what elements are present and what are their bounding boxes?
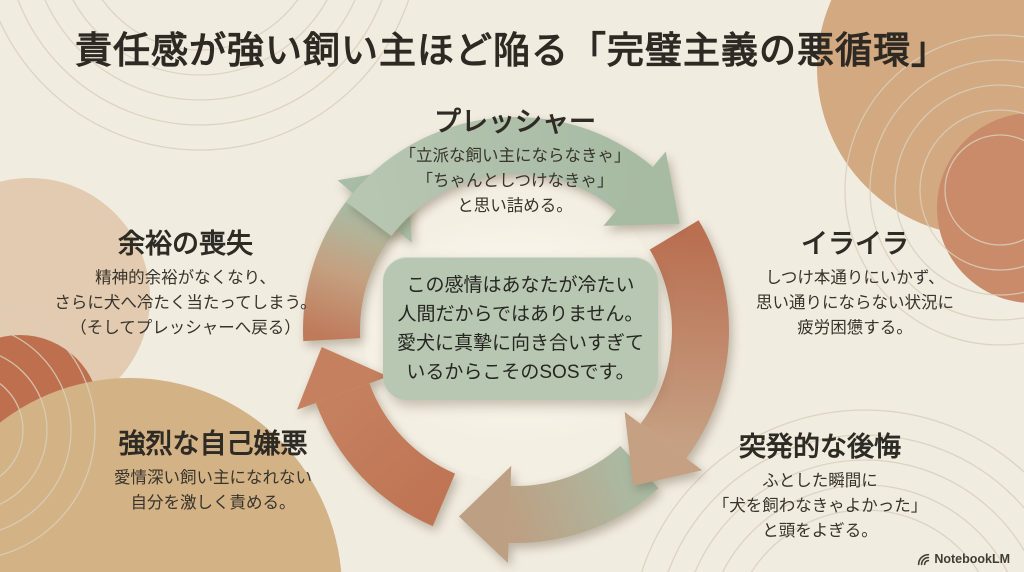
stage-loss-of-composure-label: 余裕の喪失 (118, 229, 253, 259)
decorative-circle-bottomleft-tan (0, 378, 342, 572)
notebooklm-icon (918, 553, 930, 565)
stage-pressure-label: プレッシャー (434, 107, 596, 137)
center-note-text: この感情はあなたが冷たい人間だからではありません。愛犬に真摯に向き合いすぎている… (396, 274, 644, 383)
page-title: 責任感が強い飼い主ほど陥る「完璧主義の悪循環」 (75, 30, 949, 71)
stage-pressure: プレッシャー 「立派な飼い主にならなきゃ」「ちゃんとしつけなきゃ」と思い詰める。 (345, 100, 685, 219)
cycle-arrowhead-3 (297, 346, 389, 410)
cycle-arrow-0 (345, 116, 680, 237)
cycle-arrow-2 (458, 445, 659, 563)
cycle-arrowhead-0 (603, 151, 680, 226)
stage-self-loathing: 強烈な自己嫌悪 愛情深い飼い主になれない自分を激しく責める。 (63, 422, 363, 516)
center-note-card: この感情はあなたが冷たい人間だからではありません。愛犬に真摯に向き合いすぎている… (383, 257, 658, 400)
stage-loss-of-composure-body: 精神的余裕がなくなり、さらに犬へ冷たく当たってしまう。（そしてプレッシャーへ戻る… (54, 269, 317, 337)
stage-sudden-regret-body: ふとした瞬間に「犬を飼わなきゃよかった」と頭をよぎる。 (712, 472, 928, 540)
stage-self-loathing-label: 強烈な自己嫌悪 (118, 429, 308, 459)
stage-pressure-body: 「立派な飼い主にならなきゃ」「ちゃんとしつけなきゃ」と思い詰める。 (399, 147, 631, 215)
stage-self-loathing-body: 愛情深い飼い主になれない自分を激しく責める。 (114, 469, 312, 512)
decorative-circle-right-terracotta (937, 113, 1024, 303)
notebooklm-label: NotebookLM (934, 552, 1010, 566)
cycle-arrowhead-2 (458, 465, 512, 563)
cycle-arrow-1 (624, 220, 729, 486)
stage-loss-of-composure: 余裕の喪失 精神的余裕がなくなり、さらに犬へ冷たく当たってしまう。（そしてプレッ… (28, 222, 343, 341)
stage-irritation-body: しつけ本通りにいかず、思い通りにならない状況に疲労困憊する。 (756, 269, 954, 337)
stage-sudden-regret-label: 突発的な後悔 (739, 432, 901, 462)
stage-irritation-label: イライラ (801, 229, 909, 259)
stage-irritation: イライラ しつけ本通りにいかず、思い通りにならない状況に疲労困憊する。 (725, 222, 985, 341)
notebooklm-watermark: NotebookLM (917, 552, 1010, 566)
cycle-arrowhead-1 (624, 411, 703, 486)
cycle-arrow-3 (297, 346, 456, 527)
stage-sudden-regret: 突発的な後悔 ふとした瞬間に「犬を飼わなきゃよかった」と頭をよぎる。 (670, 425, 970, 544)
